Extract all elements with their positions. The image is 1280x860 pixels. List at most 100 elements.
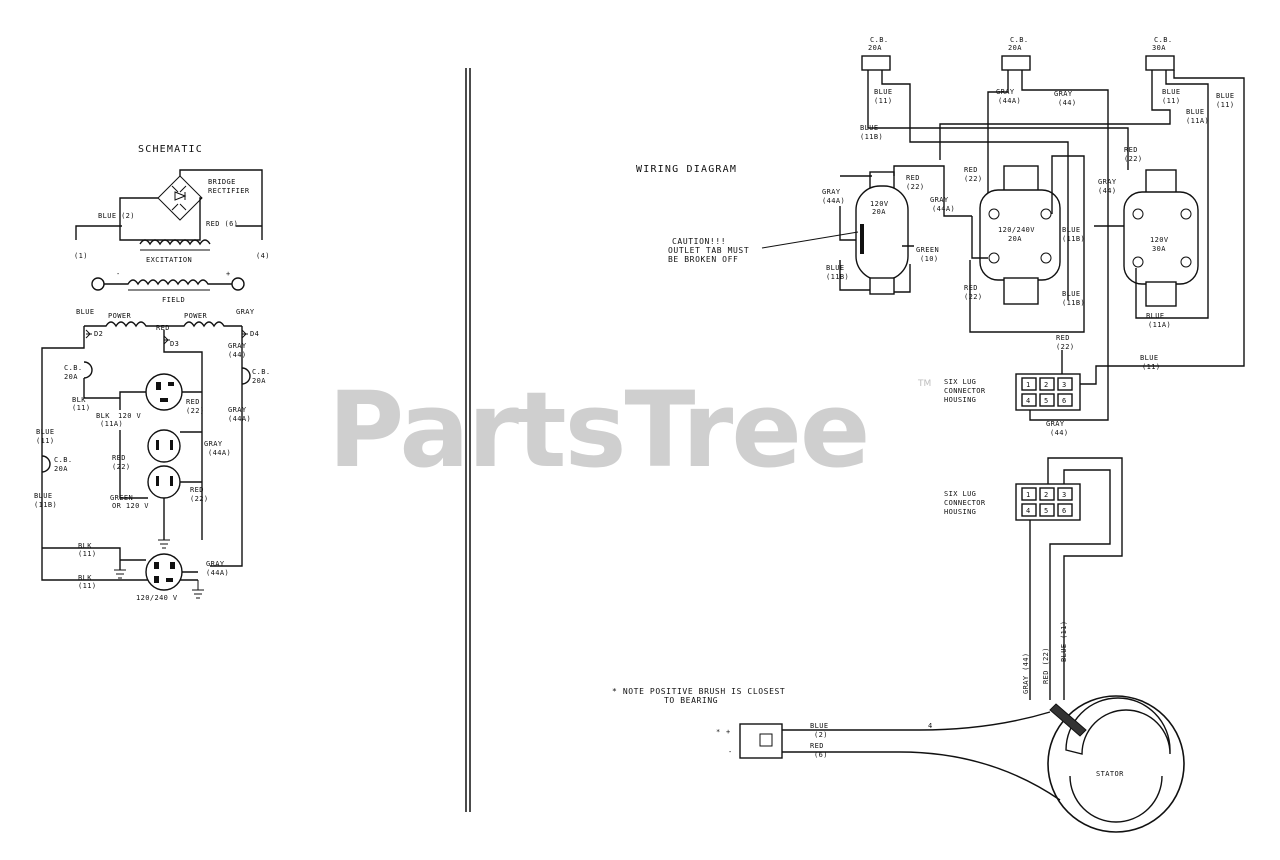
- w-gray-44-b-num: (44): [1098, 187, 1116, 195]
- w-blue-11b-a: BLUE: [860, 124, 878, 132]
- field-plus: +: [226, 270, 231, 278]
- lug-lower-1: 1: [1026, 491, 1031, 499]
- gray-44a-1: GRAY: [228, 406, 247, 414]
- red-22-label: RED: [186, 398, 200, 406]
- outlet2-amp: 20A: [1008, 235, 1022, 243]
- w-blue-11b-a-num: (11B): [860, 133, 883, 141]
- blue-11-num: (11): [36, 437, 54, 445]
- field-winding: - + FIELD: [91, 270, 245, 304]
- lug-upper-3: 3: [1062, 381, 1067, 389]
- lug-upper-5: 5: [1044, 397, 1049, 405]
- w-gray-44a-b-num: (44A): [822, 197, 845, 205]
- outlet-1-120v-20a: 120V 20A: [855, 171, 914, 295]
- wire-right-rail: [210, 326, 243, 567]
- w-gray-44-a: GRAY: [1054, 90, 1073, 98]
- cb3-label: C.B.: [1154, 36, 1172, 44]
- field-label: FIELD: [162, 296, 185, 304]
- red-22b: RED: [112, 454, 126, 462]
- gray-44-num: (44): [228, 351, 246, 359]
- brush-blue-2-num: (2): [814, 731, 828, 739]
- brush-star: *: [716, 728, 721, 736]
- w-blue-11b-b: BLUE: [826, 264, 844, 272]
- breaker-3: C.B. 30A: [1145, 36, 1175, 71]
- w-gray-44a-a: GRAY: [996, 88, 1015, 96]
- blk-4: BLK: [78, 574, 92, 582]
- w-red-22-f: RED (22): [1042, 647, 1050, 684]
- red-22c: RED: [190, 486, 204, 494]
- bridge-rectifier: BRIDGE RECTIFIER: [157, 175, 250, 221]
- lug-lower-6: 6: [1062, 507, 1067, 515]
- blk-1: BLK: [72, 396, 86, 404]
- page-divider: [465, 68, 471, 812]
- schematic-blue-2: BLUE (2): [98, 212, 135, 220]
- cb2-label: C.B.: [1010, 36, 1028, 44]
- w-green-10-num: (10): [920, 255, 938, 263]
- brush-wire-mark: 4: [928, 722, 933, 730]
- receptacle-duplex: [119, 429, 202, 549]
- v120-top-label: 120 V: [118, 412, 141, 420]
- wire-excitation-loop: [119, 197, 202, 241]
- caution-note: CAUTION!!! OUTLET TAB MUST BE BROKEN OFF: [668, 231, 859, 264]
- lug-upper-6: 6: [1062, 397, 1067, 405]
- w-red-22-d: RED: [964, 284, 978, 292]
- w-blue-11a-a: BLUE: [1186, 108, 1204, 116]
- w-blue-11-d-num: (11): [1142, 363, 1160, 371]
- w-gray-44a-a-num: (44A): [998, 97, 1021, 105]
- w-blue-11-b: BLUE: [1162, 88, 1180, 96]
- terminal-1: (1): [74, 252, 88, 260]
- gray-44a-2: GRAY: [204, 440, 223, 448]
- power-gray-label: GRAY: [236, 308, 255, 316]
- stator-label: STATOR: [1096, 770, 1124, 778]
- six-lug-housing-lower: 1 2 3 4 5 6 SIX LUG CONNECTOR HOUSING: [944, 483, 1081, 521]
- power-2-label: POWER: [184, 312, 207, 320]
- w-gray-44a-b: GRAY: [822, 188, 841, 196]
- outlet1-volt: 120V: [870, 200, 889, 208]
- wire-cb3-blue11a: [1140, 70, 1209, 319]
- red-22b-num: (22): [112, 463, 130, 471]
- wire-cb2-gray44a: [987, 70, 1009, 220]
- cb1-label: C.B.: [870, 36, 888, 44]
- outlet-3-120v-30a: 120V 30A: [1123, 169, 1199, 307]
- wire-center-rail: [163, 330, 203, 540]
- wire-term-1-4: [75, 225, 262, 240]
- wire-rectifier-top: [179, 169, 263, 240]
- brush-assembly: * NOTE POSITIVE BRUSH IS CLOSEST TO BEAR…: [612, 687, 1061, 801]
- wire-cb-left-out: [83, 378, 120, 399]
- lug-upper-1: 1: [1026, 381, 1031, 389]
- blue-11b: BLUE: [34, 492, 52, 500]
- w-red-22-c-num: (22): [964, 175, 982, 183]
- caution-line-1: CAUTION!!!: [672, 237, 726, 246]
- six-lug-lower-3: HOUSING: [944, 508, 976, 516]
- cb-right-symbol: [241, 367, 251, 385]
- breaker-1: C.B. 20A: [861, 36, 891, 71]
- outlet1-amp: 20A: [872, 208, 886, 216]
- six-lug-upper-1: SIX LUG: [944, 378, 976, 386]
- caution-line-3: BE BROKEN OFF: [668, 255, 738, 264]
- w-red-22-e: RED: [1056, 334, 1070, 342]
- wiring-title: WIRING DIAGRAM: [636, 164, 737, 175]
- brush-blue-2: BLUE: [810, 722, 828, 730]
- gray-44a-2-num: (44A): [208, 449, 231, 457]
- w-blue-11b-c-num: (11B): [1062, 235, 1085, 243]
- blk-3: BLK: [78, 542, 92, 550]
- blue-11b-num: (11B): [34, 501, 57, 509]
- cb-left-amp: 20A: [64, 373, 78, 381]
- wiring-diagram: WIRING DIAGRAM C.B. 20A C.B. 20A C.B. 30…: [612, 36, 1245, 833]
- wire-cb2-gray44: [1021, 70, 1109, 421]
- w-blue-11-a: BLUE: [874, 88, 892, 96]
- brush-minus: -: [728, 748, 733, 756]
- schematic-title: SCHEMATIC: [138, 144, 203, 155]
- lug-lower-4: 4: [1026, 507, 1031, 515]
- power-windings: BLUE POWER POWER RED GRAY D2 D3 D4: [76, 308, 259, 348]
- d2-label: D2: [94, 330, 103, 338]
- w-red-22-a-num: (22): [1124, 155, 1142, 163]
- d4-label: D4: [250, 330, 259, 338]
- wire-outlet1-a: [839, 165, 972, 241]
- wire-stator-lead-1: [1047, 457, 1123, 700]
- lug-lower-3: 3: [1062, 491, 1067, 499]
- cb-right-amp: 20A: [252, 377, 266, 385]
- w-blue-11-e: BLUE (11): [1060, 620, 1068, 662]
- red-22-num: (22): [186, 407, 204, 415]
- w-blue-11-c-num: (11): [1216, 101, 1234, 109]
